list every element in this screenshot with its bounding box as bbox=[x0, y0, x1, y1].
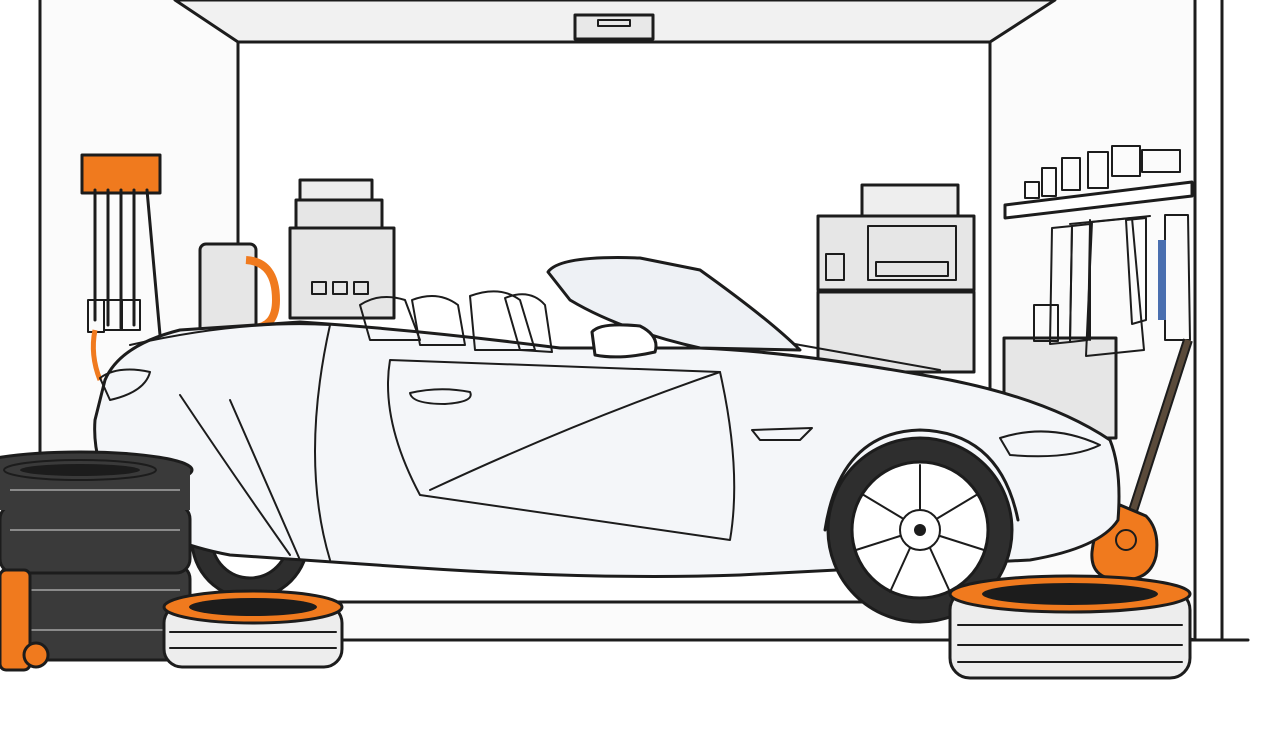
wrench-set-icon bbox=[80, 153, 162, 381]
tire-icon-floor-right bbox=[948, 574, 1192, 680]
tire-icon bbox=[0, 450, 194, 672]
shelf-icon bbox=[1003, 145, 1194, 357]
cabinet-icon-right bbox=[816, 183, 1118, 440]
car-icon bbox=[93, 256, 1121, 624]
oil-jug-icon bbox=[1033, 304, 1059, 342]
cabinet-icon bbox=[198, 178, 396, 336]
tire-icon-floor-left bbox=[162, 589, 344, 669]
